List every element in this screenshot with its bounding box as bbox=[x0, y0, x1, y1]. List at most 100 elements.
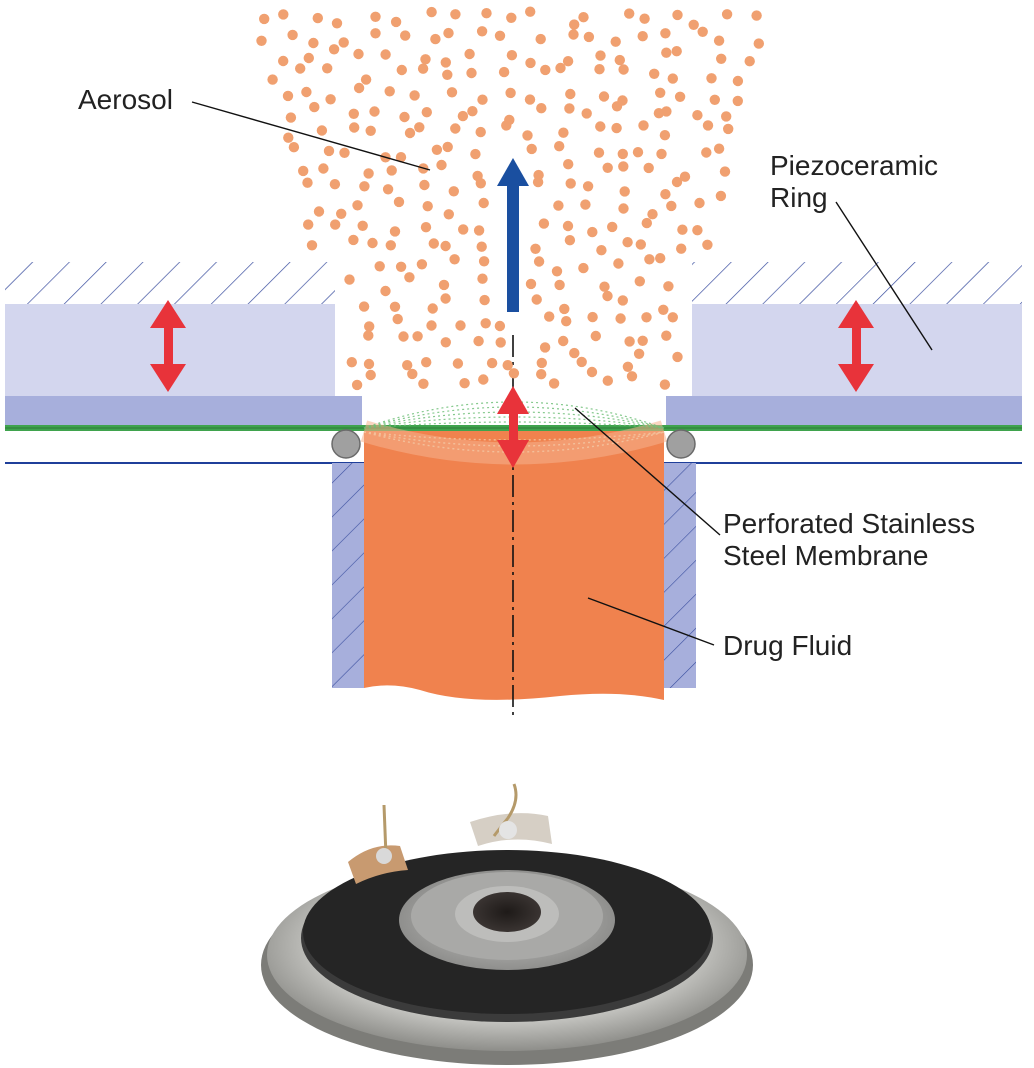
aerosol-droplet bbox=[392, 313, 403, 325]
aerosol-droplet bbox=[450, 123, 461, 134]
aerosol-droplet bbox=[494, 30, 506, 41]
aerosol-droplet bbox=[596, 245, 607, 256]
aerosol-droplet bbox=[412, 331, 423, 342]
aerosol-droplet bbox=[610, 36, 621, 47]
aerosol-droplet bbox=[358, 301, 370, 312]
aerosol-droplet bbox=[634, 276, 645, 287]
aerosol-droplet bbox=[282, 90, 294, 102]
aerosol-droplet bbox=[637, 31, 648, 42]
aerosol-droplet bbox=[384, 86, 395, 97]
aerosol-droplet bbox=[360, 74, 372, 85]
aerosol-droplet bbox=[393, 196, 405, 208]
aerosol-droplet bbox=[667, 312, 678, 323]
aerosol-droplet bbox=[562, 220, 574, 232]
aerosol-droplet bbox=[417, 63, 429, 74]
aerosol-droplet bbox=[753, 38, 764, 49]
label-membrane-line2: Steel Membrane bbox=[723, 540, 929, 571]
aerosol-droplet bbox=[339, 147, 350, 158]
aerosol-droplet bbox=[619, 186, 630, 197]
aerosol-droplet bbox=[692, 110, 703, 121]
aerosol-droplet bbox=[554, 279, 565, 291]
aerosol-droplet bbox=[639, 13, 650, 24]
aerosol-droplet bbox=[505, 87, 516, 99]
aerosol-droplet bbox=[723, 123, 734, 135]
double-arrow-vertical-icon bbox=[838, 300, 874, 392]
aerosol-droplet bbox=[404, 272, 415, 283]
aerosol-droplet bbox=[644, 254, 655, 265]
aerosol-droplet bbox=[455, 320, 466, 331]
aerosol-droplet bbox=[569, 347, 580, 359]
aerosol-droplet bbox=[464, 48, 475, 60]
aerosol-droplet bbox=[418, 378, 429, 389]
aerosol-droplet bbox=[632, 147, 644, 158]
piezo-disc-photo bbox=[261, 783, 753, 1065]
aerosol-droplets bbox=[256, 6, 764, 391]
aerosol-droplet bbox=[525, 57, 536, 69]
aerosol-droplet bbox=[713, 35, 725, 46]
aerosol-droplet bbox=[637, 335, 648, 346]
aerosol-droplet bbox=[348, 234, 359, 246]
aerosol-droplet bbox=[578, 12, 589, 23]
aerosol-droplet bbox=[539, 342, 551, 353]
drug-fluid bbox=[364, 431, 664, 700]
aerosol-droplet bbox=[649, 68, 660, 80]
leader-membrane bbox=[574, 407, 721, 536]
aerosol-droplet bbox=[706, 73, 717, 84]
aerosol-droplet bbox=[633, 348, 645, 359]
aerosol-droplet bbox=[303, 219, 314, 230]
aerosol-droplet bbox=[331, 18, 343, 29]
leader-fluid bbox=[587, 597, 715, 646]
aerosol-droplet bbox=[344, 274, 355, 285]
aerosol-droplet bbox=[540, 64, 551, 76]
aerosol-droplet bbox=[353, 82, 365, 94]
aerosol-droplet bbox=[428, 238, 439, 249]
aerosol-droplet bbox=[611, 122, 622, 134]
aerosol-droplet bbox=[578, 262, 589, 274]
aerosol-droplet bbox=[353, 48, 364, 60]
aerosol-droplet bbox=[702, 120, 714, 131]
aerosol-droplet bbox=[594, 63, 605, 75]
aerosol-droplet bbox=[563, 159, 574, 170]
aerosol-droplet bbox=[382, 184, 394, 195]
aerosol-droplet bbox=[351, 379, 363, 391]
aerosol-droplet bbox=[582, 181, 594, 192]
aerosol-droplet bbox=[602, 290, 613, 302]
aerosol-droplet bbox=[420, 222, 432, 233]
aerosol-droplet bbox=[676, 243, 687, 254]
aerosol-droplet bbox=[459, 378, 470, 389]
aerosol-droplet bbox=[561, 316, 572, 327]
aerosol-droplet bbox=[475, 178, 486, 189]
aerosol-droplet bbox=[660, 189, 671, 200]
aerosol-droplet bbox=[688, 19, 699, 30]
aerosol-droplet bbox=[316, 125, 328, 136]
aerosol-droplet bbox=[526, 143, 537, 155]
seal-right bbox=[666, 429, 696, 459]
aerosol-droplet bbox=[674, 91, 686, 103]
label-piezo-line1: Piezoceramic bbox=[770, 150, 939, 181]
aerosol-droplet bbox=[532, 176, 544, 188]
aerosol-droplet bbox=[312, 12, 323, 24]
aerosol-droplet bbox=[624, 8, 635, 19]
aerosol-droplet bbox=[470, 148, 481, 160]
support-plate-right bbox=[666, 396, 1022, 425]
aerosol-droplet bbox=[667, 73, 678, 84]
aerosol-droplet bbox=[259, 13, 270, 25]
aerosol-droplet bbox=[501, 120, 512, 131]
aerosol-droplet bbox=[421, 357, 432, 368]
support-plate-left bbox=[5, 396, 362, 425]
seal-left bbox=[331, 429, 361, 459]
aerosol-droplet bbox=[436, 159, 447, 171]
aerosol-droplet bbox=[426, 320, 437, 331]
aerosol-droplet bbox=[544, 311, 555, 322]
aerosol-droplet bbox=[614, 54, 625, 66]
aerosol-droplet bbox=[661, 47, 672, 58]
aerosol-droplet bbox=[420, 54, 431, 65]
aerosol-droplet bbox=[404, 127, 416, 139]
aerosol-droplet bbox=[409, 90, 420, 101]
aerosol-droplet bbox=[622, 237, 633, 248]
aerosol-droplet bbox=[617, 295, 628, 306]
aerosol-droplet bbox=[635, 239, 646, 250]
aerosol-droplet bbox=[473, 335, 484, 347]
